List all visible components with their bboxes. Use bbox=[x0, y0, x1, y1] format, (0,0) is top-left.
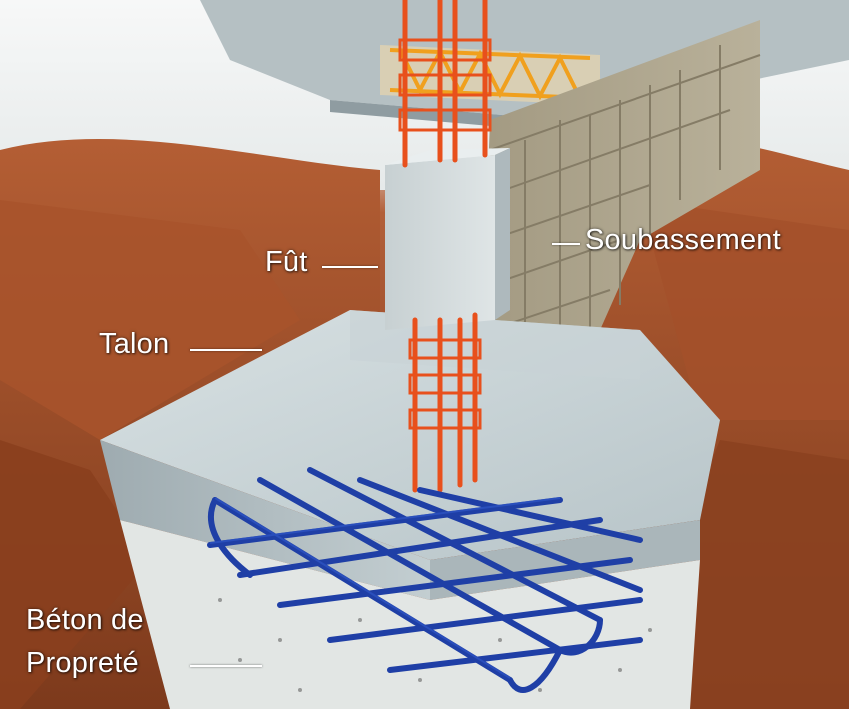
column-stirrups bbox=[398, 38, 492, 430]
label-talon: Talon bbox=[99, 328, 170, 360]
column-shaft bbox=[385, 155, 495, 330]
label-fut: Fût bbox=[265, 246, 308, 278]
leader-line-soubassement bbox=[552, 243, 580, 245]
leader-line-fut bbox=[322, 266, 378, 268]
footing-rebar-mesh bbox=[207, 467, 643, 693]
column-rebar bbox=[402, 0, 488, 493]
leader-line-beton bbox=[190, 665, 262, 667]
label-beton-line1: Béton de bbox=[26, 604, 144, 636]
label-beton-line2: Propreté bbox=[26, 647, 139, 679]
leader-line-talon bbox=[190, 349, 262, 351]
label-soubassement: Soubassement bbox=[585, 224, 781, 256]
